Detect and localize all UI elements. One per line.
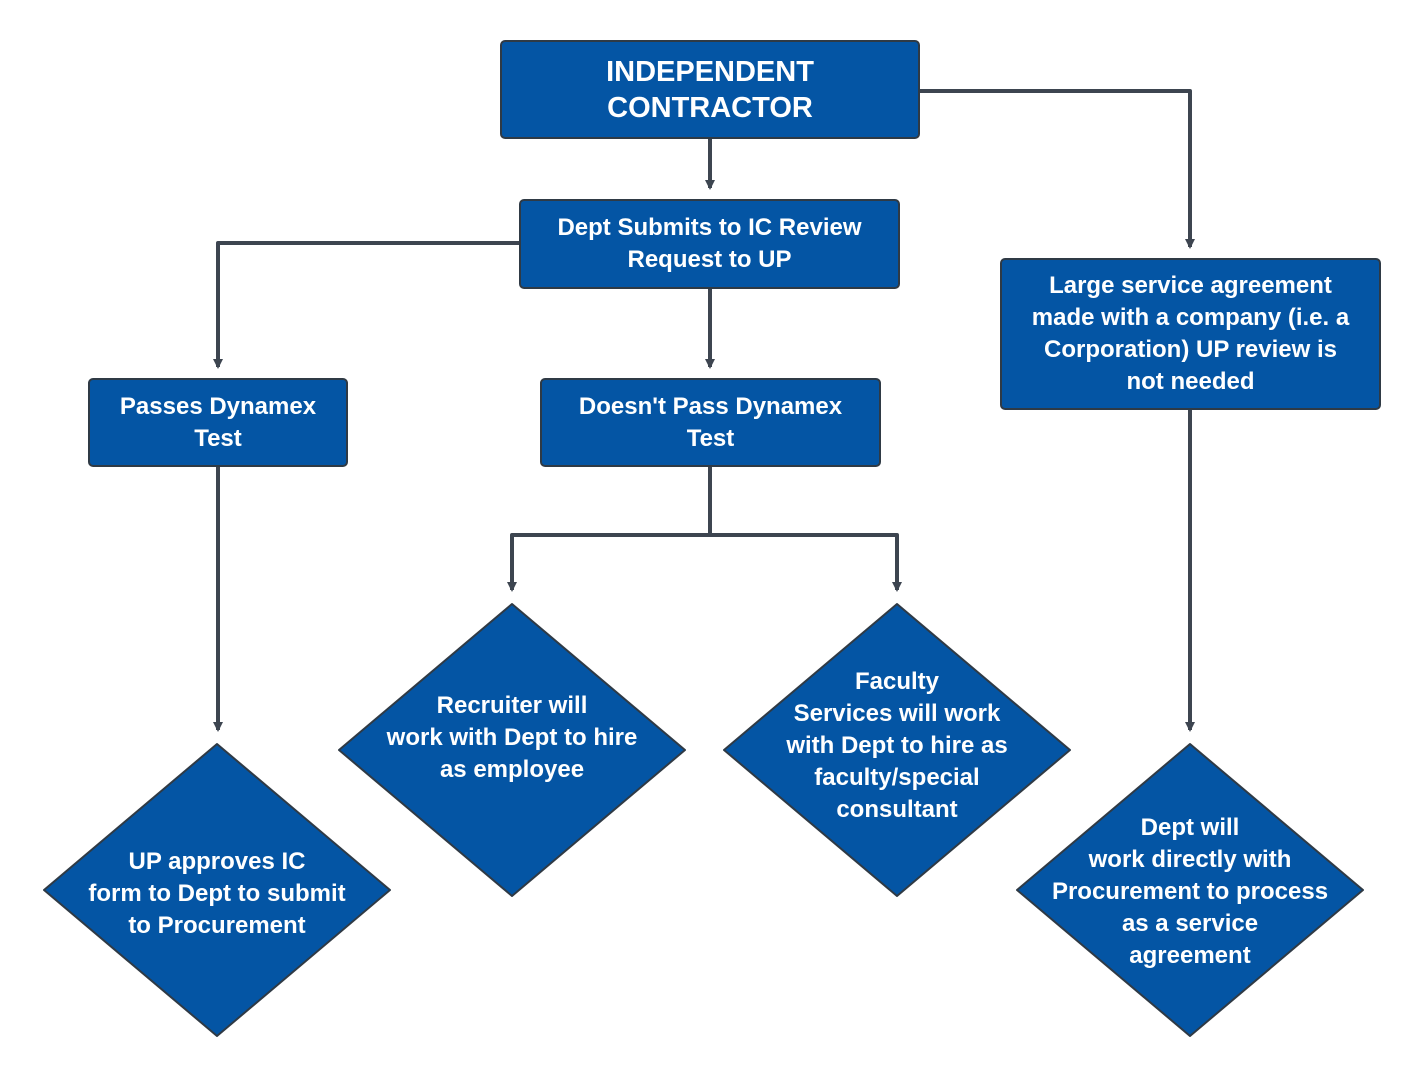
node-independent-contractor: INDEPENDENT CONTRACTOR	[500, 40, 920, 139]
connector-doesnt-pass-to-recruiter	[507, 467, 712, 592]
node-dept-procurement-shape	[1016, 743, 1364, 1037]
node-dept-procurement: Dept will work directly with Procurement…	[1013, 740, 1367, 1040]
node-passes-dynamex-label: Passes Dynamex Test	[119, 392, 317, 452]
connector-doesnt-pass-to-faculty	[710, 533, 902, 592]
node-doesnt-pass-dynamex-label: Doesn't Pass Dynamex Test	[578, 392, 843, 452]
node-large-service-agreement: Large service agreement made with a comp…	[1000, 258, 1381, 410]
node-dept-submits: Dept Submits to IC Review Request to UP	[519, 199, 900, 289]
node-dept-procurement-label: Dept will work directly with Procurement…	[1051, 814, 1329, 969]
node-recruiter-label: Recruiter will work with Dept to hire as…	[386, 692, 638, 783]
node-dept-submits-label: Dept Submits to IC Review Request to UP	[557, 214, 862, 273]
node-recruiter: Recruiter will work with Dept to hire as…	[335, 600, 689, 900]
node-passes-dynamex: Passes Dynamex Test	[88, 378, 348, 467]
node-faculty-services-label: Faculty Services will work with Dept to …	[786, 668, 1008, 823]
node-up-approves: UP approves IC form to Dept to submit to…	[40, 740, 394, 1040]
node-recruiter-shape	[338, 603, 686, 897]
node-up-approves-label: UP approves IC form to Dept to submit to…	[88, 848, 346, 939]
node-doesnt-pass-dynamex: Doesn't Pass Dynamex Test	[540, 378, 881, 467]
connector-ic-to-large-service	[920, 89, 1195, 249]
node-large-service-agreement-label: Large service agreement made with a comp…	[1031, 272, 1350, 395]
node-independent-contractor-label: INDEPENDENT CONTRACTOR	[606, 55, 814, 124]
connector-dept-to-passes	[213, 241, 519, 369]
node-faculty-services-shape	[723, 603, 1071, 897]
node-faculty-services: Faculty Services will work with Dept to …	[720, 600, 1074, 900]
node-up-approves-shape	[43, 743, 391, 1037]
